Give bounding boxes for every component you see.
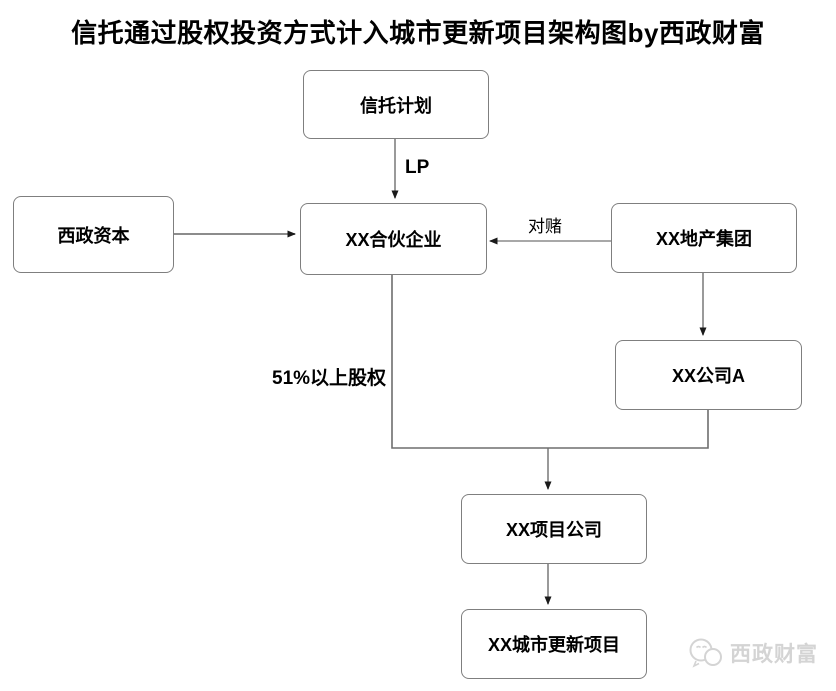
edge-label-bet: 对赌 (528, 217, 562, 236)
node-project-company-label: XX项目公司 (505, 520, 602, 540)
edge-label-lp: LP (405, 157, 430, 178)
node-real-estate-group-label: XX地产集团 (655, 229, 752, 249)
watermark-text: 西政财富 (730, 643, 818, 666)
node-company-a: XX公司A (615, 340, 802, 410)
node-xizheng-capital-label: 西政资本 (57, 225, 130, 246)
edge-label-equity: 51%以上股权 (272, 368, 387, 389)
node-company-a-label: XX公司A (671, 366, 745, 386)
node-xizheng-capital: 西政资本 (13, 196, 174, 273)
node-trust-plan: 信托计划 (303, 70, 489, 139)
node-partnership-label: XX合伙企业 (345, 230, 442, 250)
node-trust-plan-label: 信托计划 (360, 95, 432, 116)
node-project-company: XX项目公司 (461, 494, 647, 564)
node-urban-renewal-project: XX城市更新项目 (461, 609, 647, 679)
diagram-title: 信托通过股权投资方式计入城市更新项目架构图by西政财富 (71, 18, 765, 48)
node-real-estate-group: XX地产集团 (611, 203, 797, 273)
node-partnership: XX合伙企业 (300, 203, 487, 275)
node-urban-renewal-project-label: XX城市更新项目 (487, 635, 620, 655)
wechat-chat-bubbles-icon (689, 638, 722, 668)
watermark: 西政财富 (688, 637, 818, 669)
